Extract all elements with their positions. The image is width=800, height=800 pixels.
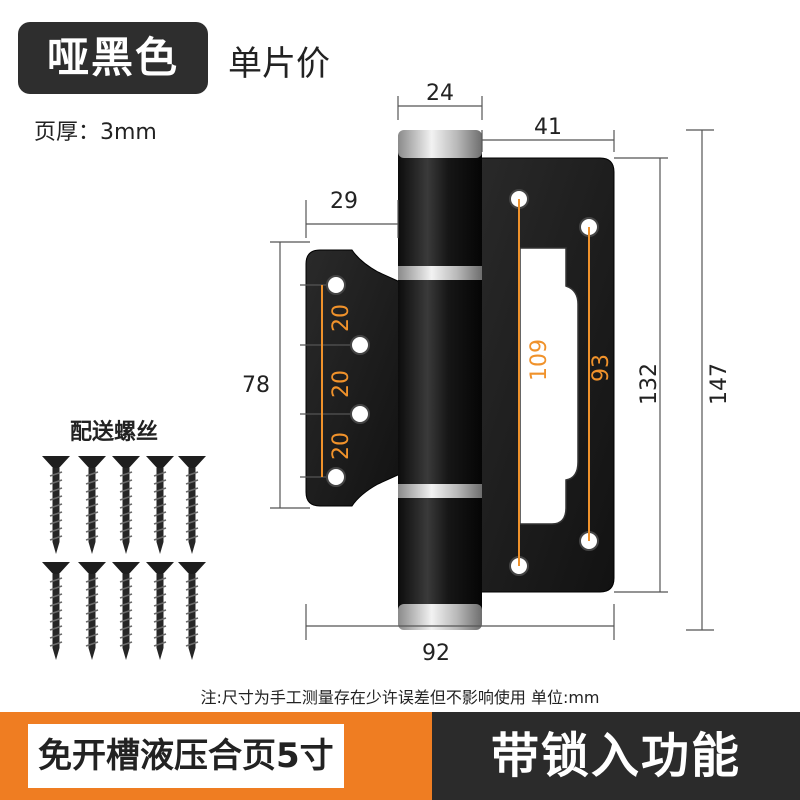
hinge-barrel — [398, 130, 482, 630]
dim-total-height: 147 — [707, 363, 732, 405]
screw — [77, 561, 107, 661]
steel-ring — [398, 484, 482, 498]
dimension-lines — [270, 96, 714, 640]
screws-label: 配送螺丝 — [70, 420, 159, 445]
screw — [77, 455, 107, 555]
screw — [41, 455, 71, 555]
screw — [111, 561, 141, 661]
dim-left-leaf-height: 78 — [242, 373, 270, 398]
feature-banner: 带锁入功能 — [432, 712, 800, 800]
screw-hole — [326, 275, 346, 295]
dim-total-width: 92 — [422, 641, 450, 666]
screw-hole — [350, 404, 370, 424]
product-name: 免开槽液压合页5寸 — [28, 724, 344, 788]
steel-ring — [398, 266, 482, 280]
dim-inner-hole-span: 93 — [589, 354, 614, 382]
dim-left-leaf-offset: 29 — [330, 189, 358, 214]
unit-price-label: 单片价 — [228, 44, 330, 84]
thickness-spec: 页厚：3mm — [34, 120, 157, 145]
hole-span-lines — [321, 199, 590, 566]
right-leaf — [469, 157, 615, 593]
left-leaf — [305, 249, 401, 507]
dim-right-leaf-height: 132 — [637, 363, 662, 405]
dim-right-leaf-offset: 41 — [534, 115, 562, 140]
dim-hole-spacing-3: 20 — [329, 432, 354, 460]
dim-knuckle-width: 24 — [426, 81, 454, 106]
dim-outer-hole-span: 109 — [527, 339, 552, 381]
screw-set — [41, 455, 207, 661]
measurement-note: 注:尺寸为手工测量存在少许误差但不影响使用 单位:mm — [200, 688, 600, 707]
screw — [111, 455, 141, 555]
color-badge: 哑黑色 — [18, 22, 208, 94]
screw-hole — [326, 467, 346, 487]
screw — [177, 561, 207, 661]
screw — [177, 455, 207, 555]
dim-hole-spacing-2: 20 — [329, 370, 354, 398]
steel-cap-bottom — [398, 604, 482, 630]
hinge-diagram: 24 41 29 78 92 132 147 20 20 20 109 93 — [242, 81, 732, 666]
screw — [145, 561, 175, 661]
screw — [41, 561, 71, 661]
screw-hole — [350, 335, 370, 355]
steel-cap-top — [398, 130, 482, 158]
screw — [145, 455, 175, 555]
dim-hole-spacing-1: 20 — [329, 304, 354, 332]
